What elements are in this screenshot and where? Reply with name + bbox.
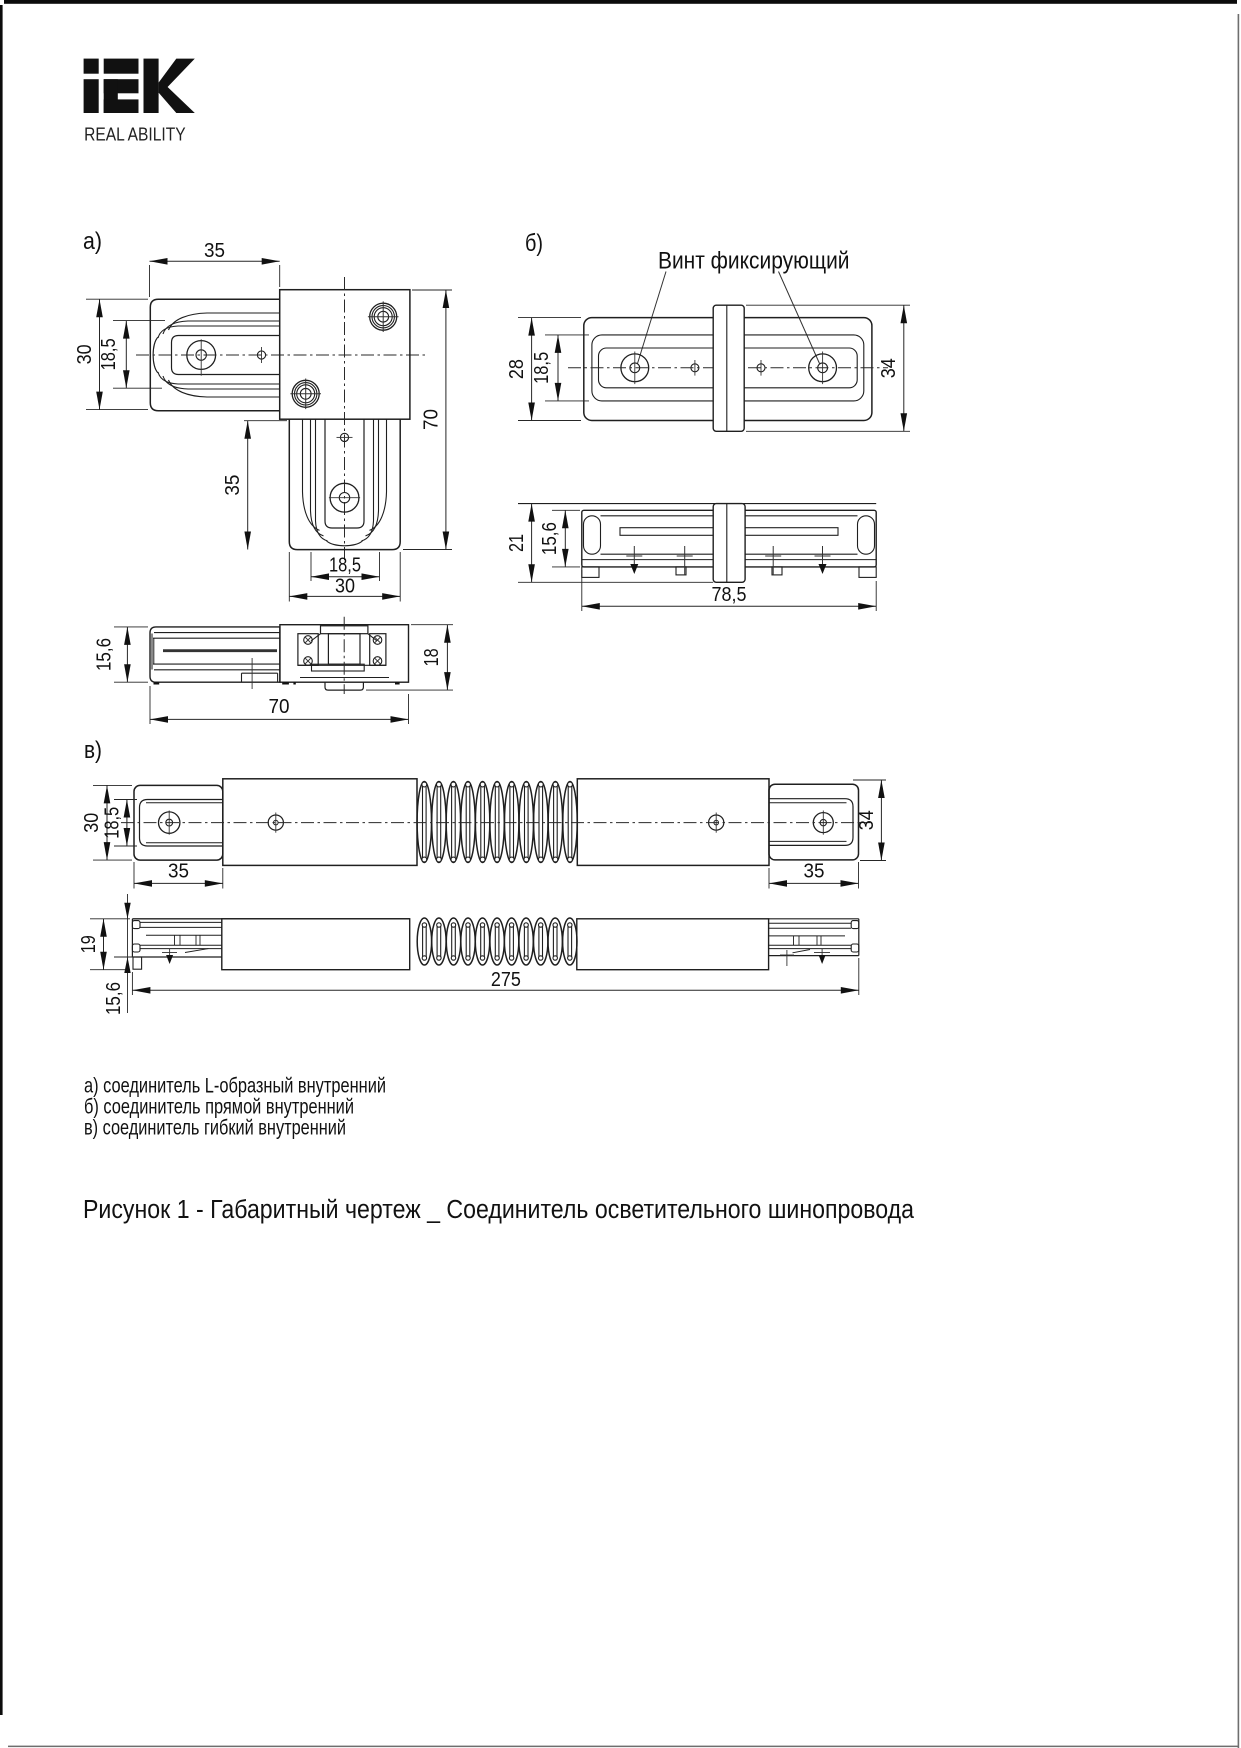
svg-text:34: 34 (856, 810, 878, 830)
svg-text:15,6: 15,6 (539, 522, 561, 555)
svg-text:30: 30 (335, 576, 355, 598)
svg-text:35: 35 (804, 861, 825, 883)
svg-text:30: 30 (81, 813, 103, 833)
svg-text:REAL ABILITY: REAL ABILITY (84, 125, 186, 145)
svg-text:34: 34 (878, 358, 900, 378)
svg-text:78,5: 78,5 (712, 584, 747, 606)
svg-text:30: 30 (74, 344, 96, 364)
svg-text:18,5: 18,5 (329, 555, 361, 577)
svg-text:15,6: 15,6 (94, 638, 116, 671)
svg-text:18,5: 18,5 (102, 807, 124, 839)
svg-text:в): в) (84, 737, 102, 764)
svg-text:18,5: 18,5 (531, 352, 553, 384)
svg-text:275: 275 (491, 969, 521, 991)
svg-text:19: 19 (78, 935, 100, 953)
svg-text:а): а) (83, 228, 102, 255)
svg-text:Рисунок 1 - Габаритный чертеж: Рисунок 1 - Габаритный чертеж _ Соединит… (83, 1196, 915, 1224)
svg-text:б): б) (525, 230, 543, 257)
svg-text:в) соединитель гибкий внутренн: в) соединитель гибкий внутренний (84, 1116, 346, 1139)
svg-text:70: 70 (269, 696, 290, 718)
svg-text:а) соединитель L-образный внут: а) соединитель L-образный внутренний (84, 1074, 386, 1097)
svg-text:35: 35 (222, 475, 244, 496)
svg-text:35: 35 (168, 861, 189, 883)
svg-text:18: 18 (421, 648, 443, 666)
svg-text:Винт фиксирующий: Винт фиксирующий (658, 248, 850, 275)
svg-text:28: 28 (506, 359, 528, 379)
svg-text:18,5: 18,5 (98, 338, 120, 370)
svg-text:б) соединитель прямой внутренн: б) соединитель прямой внутренний (84, 1095, 354, 1118)
svg-text:15,6: 15,6 (103, 982, 125, 1015)
svg-text:21: 21 (506, 534, 528, 552)
svg-text:35: 35 (204, 240, 225, 262)
svg-text:70: 70 (421, 409, 443, 430)
